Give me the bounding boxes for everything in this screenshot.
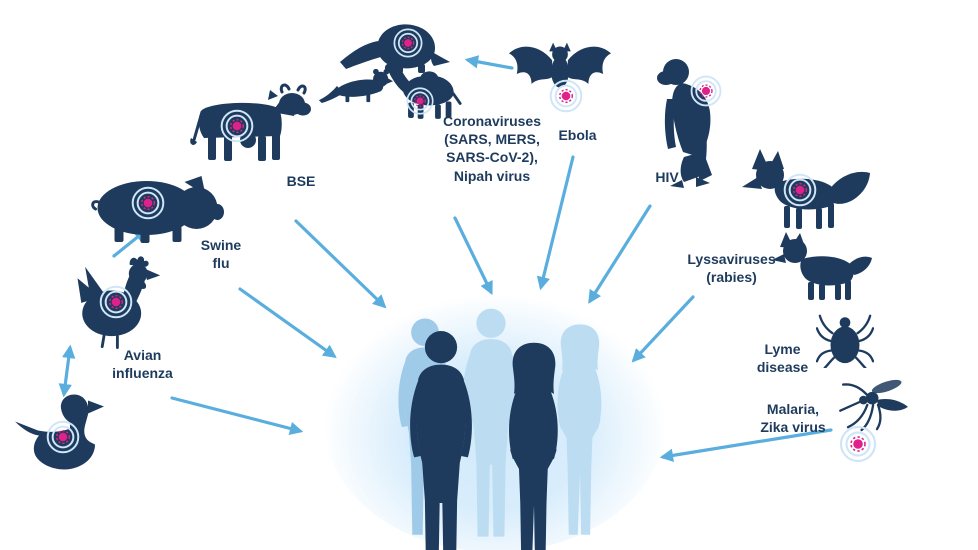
arrow-chicken-pig [112, 228, 148, 258]
virus-target-icon [130, 185, 166, 221]
woman-silhouette [494, 340, 574, 550]
arrow-hiv-humans [588, 204, 652, 304]
label-avian-influenza: Avian influenza [112, 347, 173, 382]
virus-target-icon [689, 74, 723, 108]
arrow-ebola-humans [536, 155, 575, 291]
label-malaria-zika: Malaria, Zika virus [760, 401, 826, 436]
arrow-lyssaviruses-humans [631, 295, 695, 363]
label-coronaviruses: Coronaviruses (SARS, MERS, SARS-CoV-2), … [442, 113, 542, 184]
arrow-duck-chicken [58, 344, 76, 398]
label-swine-flu: Swine flu [200, 237, 242, 272]
label-lyssaviruses: Lyssaviruses (rabies) [687, 251, 776, 286]
arrow-bse-humans [294, 219, 387, 309]
arrow-bat-camel [464, 55, 514, 70]
virus-target-icon [782, 172, 818, 208]
label-bse: BSE [286, 173, 316, 189]
virus-target-icon [45, 419, 81, 455]
label-lyme-disease: Lyme disease [756, 341, 809, 376]
arrow-coronaviruses-humans [453, 216, 493, 296]
arrow-malaria-zika-humans [659, 428, 833, 463]
label-ebola: Ebola [558, 127, 597, 143]
label-hiv: HIV [655, 169, 679, 185]
arrow-swine-flu-humans [238, 287, 337, 358]
virus-target-icon [392, 27, 424, 59]
man-silhouette [398, 328, 484, 550]
virus-target-icon [219, 108, 255, 144]
mosquito-icon [838, 372, 916, 432]
virus-target-icon [98, 284, 134, 320]
virus-target-icon [548, 78, 584, 114]
arrow-avian-influenza-humans [170, 396, 304, 435]
